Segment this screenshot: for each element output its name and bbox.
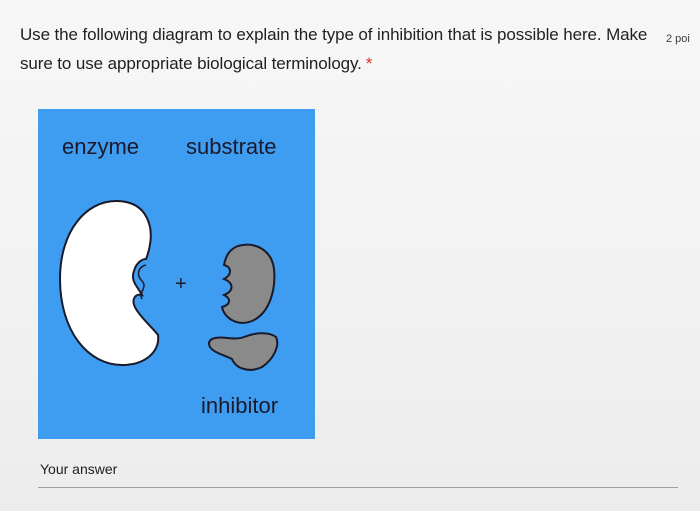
answer-underline xyxy=(38,487,678,488)
enzyme-label: enzyme xyxy=(62,134,140,159)
substrate-label: substrate xyxy=(186,134,277,159)
enzyme-active-site xyxy=(137,264,147,300)
answer-input[interactable]: Your answer xyxy=(40,461,118,477)
question-text: Use the following diagram to explain the… xyxy=(20,25,648,73)
inhibition-diagram: enzyme substrate + inhibitor xyxy=(38,109,315,439)
diagram-drawing xyxy=(58,199,279,371)
substrate-shape xyxy=(220,243,276,324)
plus-sign: + xyxy=(175,273,187,295)
required-marker: * xyxy=(365,54,373,73)
inhibitor-label: inhibitor xyxy=(201,393,279,418)
enzyme-shape xyxy=(58,199,160,367)
question-title: Use the following diagram to explain the… xyxy=(20,20,660,78)
inhibitor-shape xyxy=(207,332,279,371)
points-label: 2 poi xyxy=(666,33,690,45)
